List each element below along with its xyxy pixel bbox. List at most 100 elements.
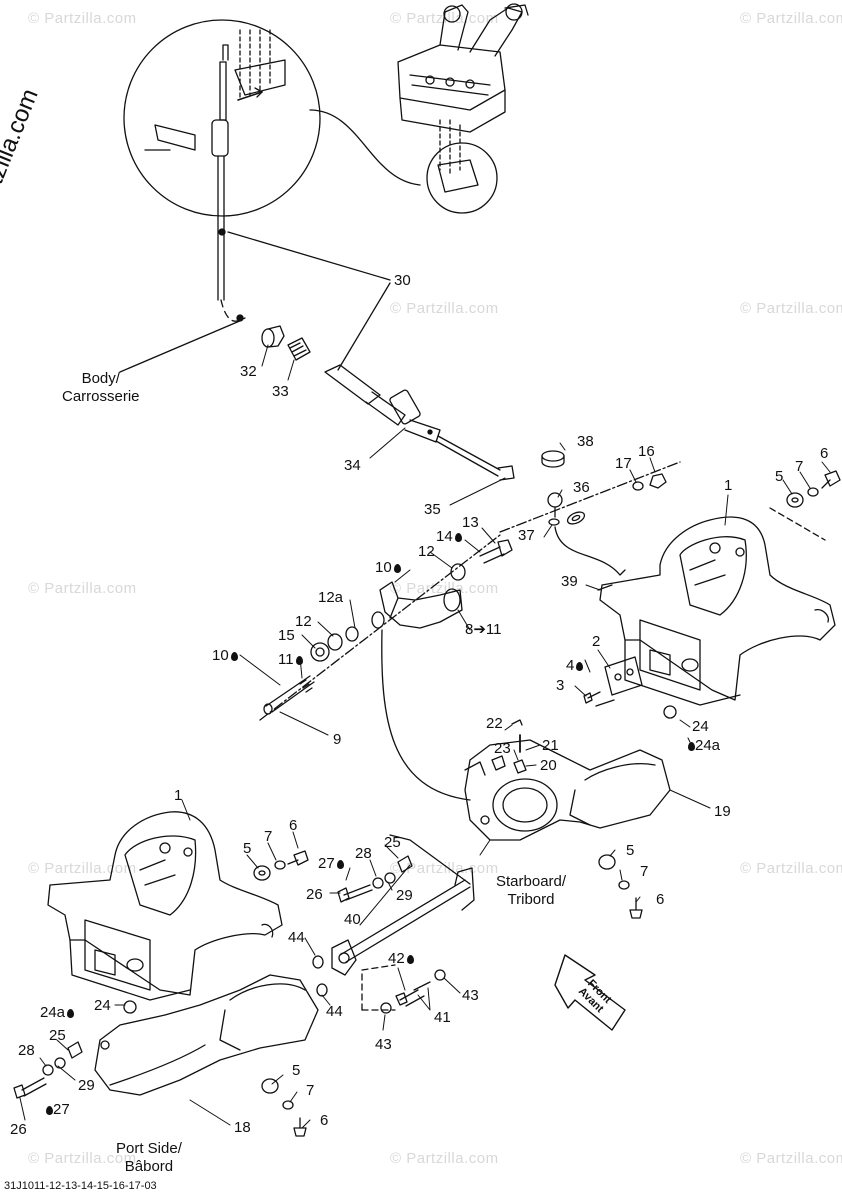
- part-28-washer-starboard: [372, 877, 384, 889]
- watermark: © Partzilla.com: [28, 10, 137, 27]
- caption-port: Port Side/ Bâbord: [116, 1140, 182, 1175]
- callout-26: 26: [306, 886, 323, 903]
- leader-body: [119, 319, 243, 373]
- callout-21: 21: [542, 737, 559, 754]
- callout-38: 38: [577, 433, 594, 450]
- grease-drop-icon: [576, 662, 584, 671]
- part-44-bushing-lower: [316, 983, 328, 997]
- part-43-washer-left: [380, 1002, 392, 1014]
- callout-25: 25: [384, 834, 401, 851]
- callout-33: 33: [272, 383, 289, 400]
- watermark: © Partzilla.com: [740, 860, 842, 877]
- callout-6: 6: [320, 1112, 329, 1129]
- callout-16: 16: [638, 443, 655, 460]
- part-41-bolts: [395, 981, 431, 1007]
- callout-24a: 24a: [40, 1005, 75, 1020]
- part-15-nut: [310, 642, 330, 662]
- part-44-bushing-upper: [312, 955, 324, 969]
- watermark: © Partzilla.com: [390, 1150, 499, 1167]
- callout-27: 27: [44, 1102, 70, 1117]
- part-8-arm: [371, 581, 463, 629]
- callout-27: 27: [318, 856, 344, 871]
- grease-drop-icon: [406, 955, 414, 964]
- part-34-cable: [324, 364, 515, 481]
- callout-17: 17: [615, 455, 632, 472]
- watermark: © Partzilla.com: [390, 860, 499, 877]
- callout-10: 10: [375, 560, 401, 575]
- part-12-bushing-lower: [327, 633, 343, 651]
- callout-32: 32: [240, 363, 257, 380]
- grease-drop-icon: [67, 1009, 75, 1018]
- callout-5: 5: [243, 840, 252, 857]
- callout-23: 23: [494, 740, 511, 757]
- part-5-washer-port-top: [253, 865, 271, 881]
- routing-curve: [381, 629, 471, 801]
- watermark: © Partzilla.com: [28, 580, 137, 597]
- part-18-nozzle-port: [94, 974, 319, 1096]
- leader-lines: [19, 344, 831, 1129]
- axis-line: [259, 534, 501, 721]
- part-24-spacer-top: [663, 705, 677, 719]
- part-7-washer-top: [807, 487, 819, 497]
- watermark: © Partzilla.com: [740, 10, 842, 27]
- caption-starboard: Starboard/ Tribord: [496, 873, 567, 908]
- callout-18: 18: [234, 1119, 251, 1136]
- part-33-fitting: [287, 337, 311, 361]
- callout-14: 14: [436, 529, 462, 544]
- part-40-tie-rod: [331, 867, 475, 976]
- part-29-washer-starboard: [384, 872, 396, 884]
- part-5-washer-starboard: [598, 854, 616, 870]
- front-direction-arrow: [554, 954, 626, 1031]
- part-7-washer-starboard: [618, 880, 630, 890]
- callout-12a: 12a: [318, 589, 344, 606]
- grease-drop-icon: [688, 742, 695, 751]
- watermark: © Partzilla.com: [740, 300, 842, 317]
- callout-6: 6: [289, 817, 298, 834]
- axis-line: [361, 964, 396, 1011]
- callout-6: 6: [656, 891, 665, 908]
- part-1-bracket-starboard: [599, 516, 836, 706]
- callout-37: 37: [518, 527, 535, 544]
- callout-1: 1: [724, 477, 733, 494]
- part-7-washer-port: [282, 1100, 294, 1110]
- part-12a-washer: [345, 626, 359, 642]
- callout-28: 28: [355, 845, 372, 862]
- part-43-washer-right: [434, 969, 446, 981]
- part-28-washer-port: [42, 1064, 54, 1076]
- shift-lever-assembly: [397, 3, 529, 214]
- part-6-bolt-port: [293, 1117, 307, 1137]
- watermark: © Partzilla.com: [740, 1150, 842, 1167]
- part-20-21-22-23-hardware: [491, 719, 527, 774]
- callout-41: 41: [434, 1009, 451, 1026]
- callout-42: 42: [388, 951, 414, 966]
- callout-5: 5: [626, 842, 635, 859]
- callout-43: 43: [375, 1036, 392, 1053]
- callout-7: 7: [795, 458, 804, 475]
- grease-drop-icon: [230, 652, 238, 661]
- part-16-nut: [649, 473, 667, 489]
- callout-24: 24: [692, 718, 709, 735]
- grease-drop-icon: [295, 656, 303, 665]
- callout-43: 43: [462, 987, 479, 1004]
- callout-11: 11: [278, 652, 303, 667]
- callout-36: 36: [573, 479, 590, 496]
- part-5-washer-top: [786, 492, 804, 508]
- diagram-code: 31J1011-12-13-14-15-16-17-03: [4, 1180, 157, 1192]
- part-39-tab: [597, 584, 613, 591]
- callout-4: 4: [566, 658, 584, 673]
- callout-12: 12: [295, 613, 312, 630]
- callout-8: 8➔11: [465, 621, 502, 638]
- callout-24: 24: [94, 997, 111, 1014]
- part-25-spacer-port: [67, 1041, 83, 1059]
- callout-10: 10: [212, 648, 238, 663]
- callout-6: 6: [820, 445, 829, 462]
- caption-body: Body/ Carrosserie: [62, 370, 140, 405]
- callout-28: 28: [18, 1042, 35, 1059]
- callout-44: 44: [288, 929, 305, 946]
- callout-25: 25: [49, 1027, 66, 1044]
- callout-30: 30: [394, 272, 411, 289]
- part-1-bracket-port: [47, 811, 283, 1001]
- part-29-washer-port: [54, 1057, 66, 1069]
